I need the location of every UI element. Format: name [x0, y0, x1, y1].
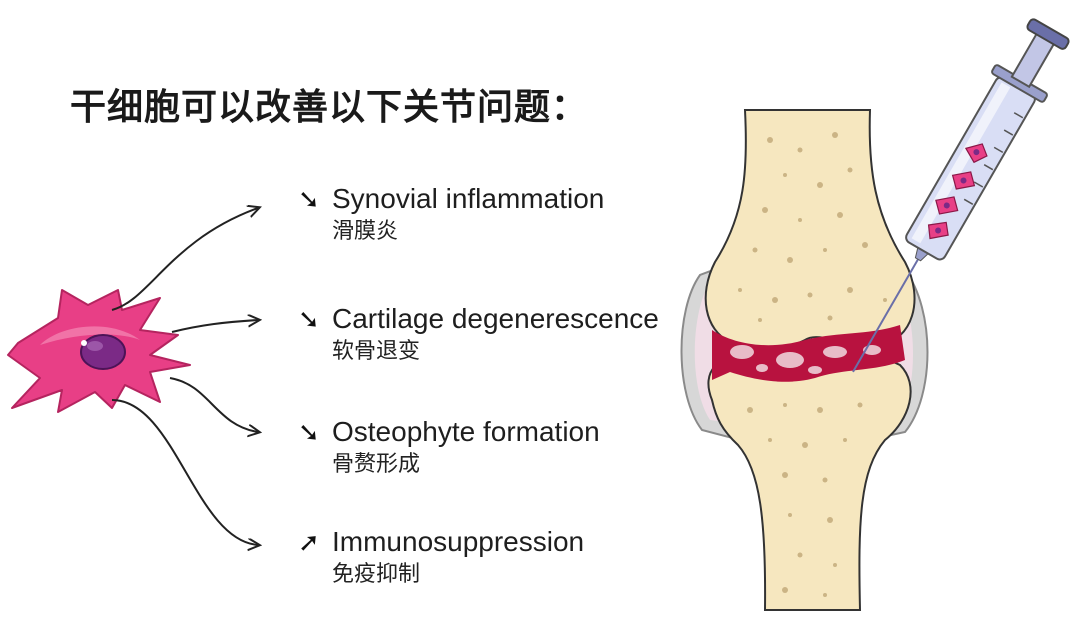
effect-label-zh: 免疫抑制	[332, 562, 421, 587]
arrow-down-icon: ➘	[298, 418, 320, 448]
knee-joint-icon	[680, 109, 929, 611]
femur-bone	[704, 109, 916, 350]
arrow-to-immuno	[111, 399, 258, 545]
arrow-to-cartilage	[171, 320, 258, 333]
effect-item-immunosuppression: ➚ Immunosuppression 免疫抑制	[298, 525, 584, 590]
cell-nucleus	[80, 334, 126, 370]
effect-item-synovial: ➘ Synovial inflammation 滑膜炎	[298, 182, 604, 247]
effect-label-en: Synovial inflammation	[332, 183, 605, 214]
page-title: 干细胞可以改善以下关节问题：	[70, 87, 589, 128]
arrow-to-synovial	[111, 208, 258, 311]
effect-label-en: Cartilage degenerescence	[332, 303, 659, 334]
effect-label-en: Osteophyte formation	[332, 416, 600, 447]
stem-cell-icon	[7, 289, 191, 413]
arrow-down-icon: ➘	[298, 305, 320, 335]
effect-item-osteophyte: ➘ Osteophyte formation 骨赘形成	[298, 415, 600, 480]
effect-label-en: Immunosuppression	[332, 526, 585, 557]
arrow-to-osteophyte	[169, 377, 258, 432]
arrow-up-icon: ➚	[298, 528, 320, 558]
syringe-icon	[852, 18, 1070, 373]
effect-label-zh: 骨赘形成	[332, 452, 421, 477]
arrow-down-icon: ➘	[298, 185, 320, 215]
tibia-bone	[707, 356, 912, 611]
effect-label-zh: 软骨退变	[332, 339, 421, 364]
effect-label-zh: 滑膜炎	[332, 219, 399, 244]
effect-item-cartilage: ➘ Cartilage degenerescence 软骨退变	[298, 302, 659, 367]
